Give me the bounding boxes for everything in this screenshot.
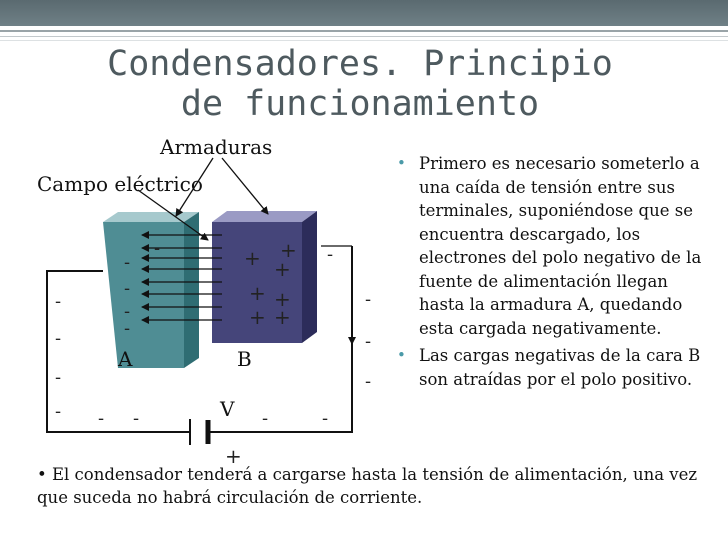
charge-minus: - — [55, 401, 62, 422]
header-divider — [0, 30, 728, 32]
charge-minus: - — [124, 278, 131, 299]
footer-note: • El condensador tenderá a cargarse hast… — [37, 465, 698, 507]
label-campo-electrico: Campo eléctrico — [37, 172, 203, 196]
charge-minus: - — [365, 289, 372, 310]
header-divider — [0, 36, 728, 37]
charge-minus: - — [124, 301, 131, 322]
charge-minus: - — [154, 238, 161, 259]
label-pointers — [137, 157, 269, 241]
bullet-item: • Primero es necesario someterlo a una ca… — [395, 152, 713, 340]
bullet-text: Primero es necesario someterlo a una caí… — [419, 154, 702, 338]
slide-title: Condensadores. Principio de funcionamien… — [107, 44, 613, 124]
charge-plus: + — [280, 238, 297, 262]
charge-minus: - — [55, 367, 62, 388]
charge-minus: - — [124, 318, 131, 339]
charge-minus: - — [124, 252, 131, 273]
charge-minus: - — [262, 408, 269, 429]
charge-plus: + — [244, 246, 261, 270]
charge-minus: - — [365, 371, 372, 392]
battery-positive-sign: + — [225, 444, 242, 468]
charge-plus: + — [274, 305, 291, 329]
bullet-dot-icon: • — [397, 154, 406, 172]
label-plate-a: A — [118, 347, 133, 371]
label-voltage: V — [220, 397, 235, 421]
charge-plus: + — [274, 257, 291, 281]
label-plate-b: B — [237, 347, 252, 371]
charge-minus: - — [133, 408, 140, 429]
plate-b — [212, 211, 317, 343]
bullet-item: • Las cargas negativas de la cara B son a… — [395, 344, 713, 391]
charge-plus: + — [249, 281, 266, 305]
header-divider — [0, 40, 728, 41]
charge-minus: - — [365, 331, 372, 352]
charge-minus: - — [98, 408, 105, 429]
label-armaduras: Armaduras — [160, 135, 273, 159]
charge-minus: - — [55, 291, 62, 312]
charge-minus: - — [55, 328, 62, 349]
explanation-bullets: • Primero es necesario someterlo a una ca… — [395, 152, 713, 391]
header-band — [0, 0, 728, 26]
bullet-dot-icon: • — [397, 346, 406, 364]
charge-minus: - — [322, 408, 329, 429]
charge-plus: + — [249, 305, 266, 329]
bullet-text: Las cargas negativas de la cara B son at… — [419, 346, 701, 389]
charge-minus: - — [327, 244, 334, 265]
charge-plus: + — [274, 287, 291, 311]
